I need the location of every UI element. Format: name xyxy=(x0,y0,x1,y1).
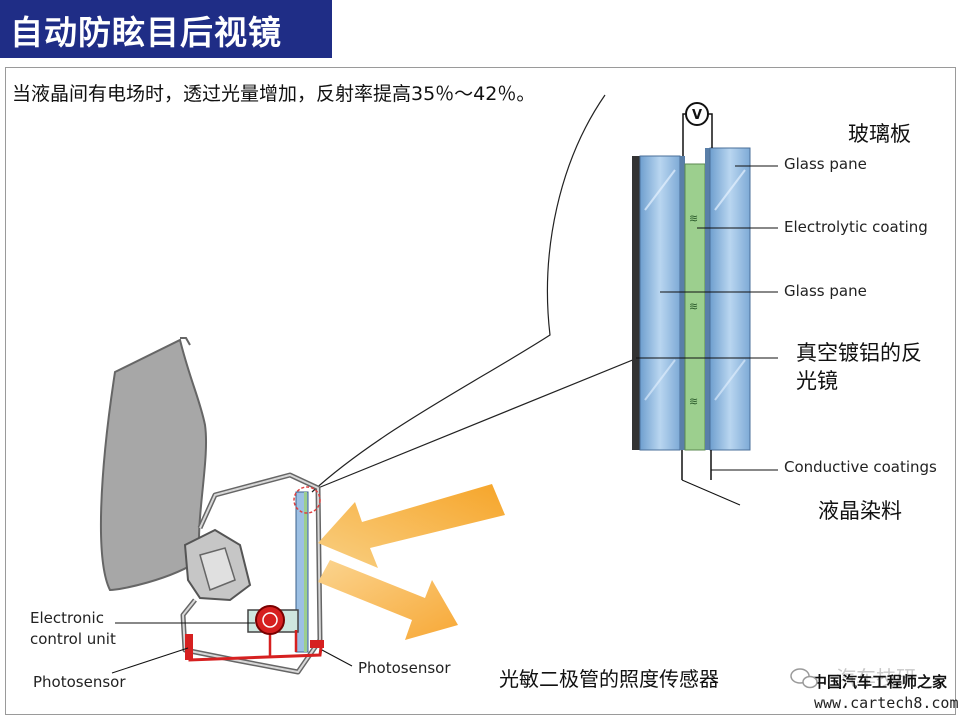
svg-text:≋: ≋ xyxy=(689,300,698,313)
ecu-label-line2: control unit xyxy=(30,630,116,648)
photosensor-label-right: Photosensor xyxy=(358,659,451,677)
glass-pane-label-1: Glass pane xyxy=(784,155,867,173)
title-bar xyxy=(0,0,332,58)
description-text: 当液晶间有电场时，透过光量增加，反射率提高35％～42％。 xyxy=(12,83,536,105)
cross-section-view: ≋ ≋ ≋ xyxy=(632,102,778,506)
mirror-label-cn-line2: 光镜 xyxy=(796,369,838,393)
photosensor-label-left: Photosensor xyxy=(33,673,126,691)
svg-text:≋: ≋ xyxy=(689,212,698,225)
incoming-light-arrow xyxy=(318,484,505,568)
content-frame xyxy=(5,67,956,715)
watermark-faint-text: 汽车技研 xyxy=(836,666,916,690)
svg-text:≋: ≋ xyxy=(689,395,698,408)
photodiode-sensor-label-cn: 光敏二极管的照度传感器 xyxy=(499,667,719,691)
watermark-line1: 中国汽车工程师之家 xyxy=(812,673,948,691)
mirror-label-cn-line1: 真空镀铝的反 xyxy=(796,341,922,365)
voltmeter-icon: V xyxy=(692,108,702,123)
glass-pane-label-2: Glass pane xyxy=(784,282,867,300)
watermark-line2: www.cartech8.com xyxy=(814,694,959,712)
glass-plate-label-cn: 玻璃板 xyxy=(848,122,911,146)
reflected-light-arrow xyxy=(318,560,458,640)
mirror-housing xyxy=(99,337,324,675)
electrolytic-coating-label: Electrolytic coating xyxy=(784,218,928,236)
ecu-label-line1: Electronic xyxy=(30,609,104,627)
conductive-coatings-label: Conductive coatings xyxy=(784,458,937,476)
lc-dye-label-cn: 液晶染料 xyxy=(818,499,902,523)
page-title: 自动防眩目后视镜 xyxy=(10,13,282,52)
